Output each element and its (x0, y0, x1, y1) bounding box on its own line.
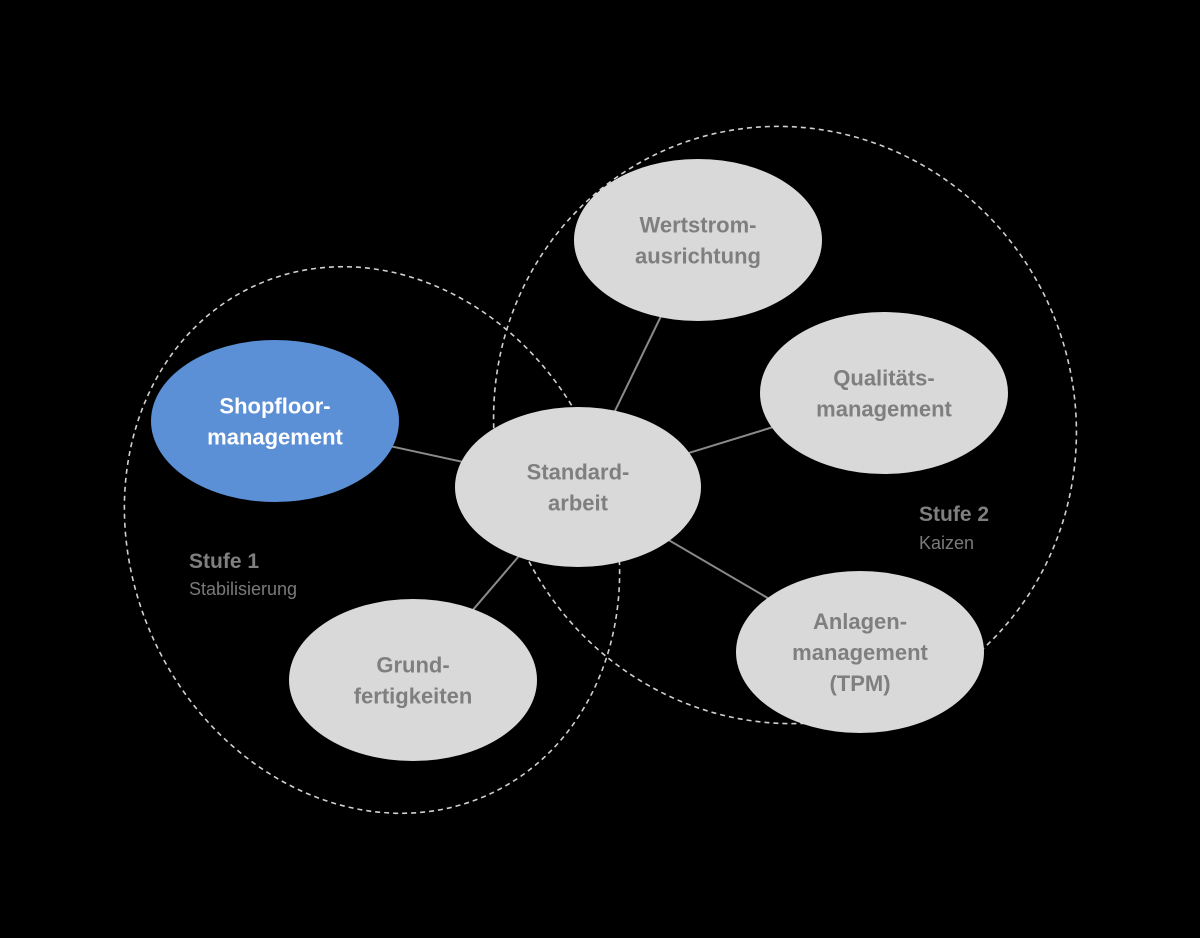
node-standard-label: Standard-arbeit (527, 460, 630, 516)
labels-layer: Stufe 1 Stabilisierung Stufe 2 Kaizen (189, 503, 989, 599)
node-qualitaet-shape (760, 312, 1008, 474)
node-anlagen-label: Anlagen-management (TPM) (792, 609, 928, 696)
node-grund-shape (289, 599, 537, 761)
node-standard-shape (455, 407, 701, 567)
node-wertstrom-line-2: ausrichtung (635, 244, 761, 269)
node-standard-line-1: Standard- (527, 460, 630, 485)
stage2-title: Stufe 2 (919, 503, 989, 526)
node-shopfloor-label: Shopfloor-management (207, 394, 343, 450)
node-anlagen[interactable]: Anlagen-management (TPM) (736, 571, 984, 733)
stage1-title: Stufe 1 (189, 550, 259, 573)
node-qualitaet-label: Qualitäts-management (816, 366, 952, 422)
node-wertstrom-line-1: Wertstrom- (640, 213, 757, 238)
node-anlagen-line-3: (TPM) (829, 671, 890, 696)
nodes-layer: Shopfloor-management Standard-arbeit Wer… (151, 159, 1008, 761)
node-standard[interactable]: Standard-arbeit (455, 407, 701, 567)
stage2-subtitle: Kaizen (919, 533, 974, 553)
node-standard-line-2: arbeit (548, 491, 609, 516)
node-anlagen-line-2: management (792, 640, 928, 665)
node-qualitaet-line-1: Qualitäts- (833, 366, 934, 391)
node-qualitaet[interactable]: Qualitäts-management (760, 312, 1008, 474)
node-grund-line-1: Grund- (376, 653, 449, 678)
node-grund-label: Grund-fertigkeiten (354, 653, 473, 709)
node-anlagen-shape (736, 571, 984, 733)
node-shopfloor[interactable]: Shopfloor-management (151, 340, 399, 502)
node-qualitaet-line-2: management (816, 397, 952, 422)
node-shopfloor-line-1: Shopfloor- (219, 394, 330, 419)
node-wertstrom-label: Wertstrom-ausrichtung (635, 213, 761, 269)
node-shopfloor-shape (151, 340, 399, 502)
node-grund-line-2: fertigkeiten (354, 684, 473, 709)
stage1-subtitle: Stabilisierung (189, 579, 297, 599)
node-wertstrom-shape (574, 159, 822, 321)
node-shopfloor-line-2: management (207, 425, 343, 450)
node-wertstrom[interactable]: Wertstrom-ausrichtung (574, 159, 822, 321)
node-grund[interactable]: Grund-fertigkeiten (289, 599, 537, 761)
node-anlagen-line-1: Anlagen- (813, 609, 907, 634)
